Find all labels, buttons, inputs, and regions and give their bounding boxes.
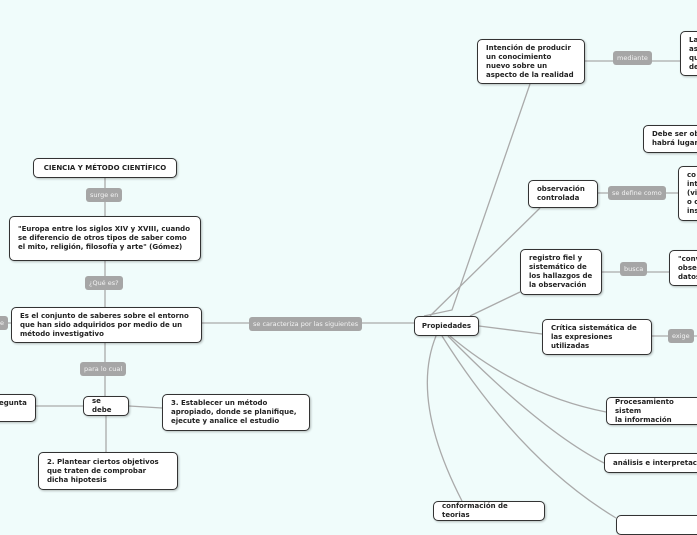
node-definicion[interactable]: Es el conjunto de saberes sobre el entor… bbox=[11, 307, 202, 343]
node-conv[interactable]: "conv obser datos bbox=[669, 250, 697, 286]
node-intencion[interactable]: Intención de producir un conocimiento nu… bbox=[477, 39, 585, 84]
node-conformacion[interactable]: conformación de teorias bbox=[433, 501, 545, 521]
link-label-exige[interactable]: exige bbox=[668, 329, 694, 343]
node-paso-2[interactable]: 2. Plantear ciertos objetivos que traten… bbox=[38, 452, 178, 490]
node-critica[interactable]: Crítica sistemática de las expresiones u… bbox=[542, 319, 652, 355]
node-procesamiento[interactable]: Procesamiento sistem la información bbox=[606, 397, 697, 425]
node-observacion[interactable]: observación controlada bbox=[528, 180, 598, 208]
link-label-para-lo-cual[interactable]: para lo cual bbox=[80, 362, 127, 376]
node-debe-ser[interactable]: Debe ser ob habrá lugar bbox=[643, 125, 697, 153]
link-label-se-define-como[interactable]: se define como bbox=[608, 186, 666, 200]
node-paso-3[interactable]: 3. Establecer un método apropiado, donde… bbox=[162, 394, 310, 431]
node-se-debe[interactable]: se debe bbox=[83, 396, 129, 416]
node-pregunta[interactable]: egunta bbox=[0, 394, 36, 422]
node-propiedades[interactable]: Propiedades bbox=[414, 316, 479, 336]
link-label-se-caracteriza[interactable]: se caracteriza por las siguientes bbox=[249, 317, 363, 331]
link-label-que-es[interactable]: ¿Qué es? bbox=[85, 276, 123, 290]
node-europa[interactable]: "Europa entre los siglos XIV y XVIII, cu… bbox=[9, 216, 201, 261]
link-label-mediante[interactable]: mediante bbox=[613, 51, 652, 65]
link-label-left-stub[interactable]: e bbox=[0, 316, 8, 330]
connector-lines bbox=[0, 60, 697, 519]
root-node-title[interactable]: CIENCIA Y MÉTODO CIENTÍFICO bbox=[33, 158, 177, 178]
node-registro[interactable]: registro fiel y sistemático de los halla… bbox=[520, 249, 602, 295]
link-label-surge-en[interactable]: surge en bbox=[86, 188, 123, 202]
link-label-busca[interactable]: busca bbox=[620, 262, 648, 276]
node-la-as[interactable]: La as qu de bbox=[680, 31, 697, 76]
node-analisis[interactable]: análisis e interpretaci bbox=[604, 453, 697, 473]
node-bottom-partial[interactable] bbox=[616, 515, 697, 535]
node-co-int[interactable]: co int (vi o c ins bbox=[678, 166, 697, 221]
